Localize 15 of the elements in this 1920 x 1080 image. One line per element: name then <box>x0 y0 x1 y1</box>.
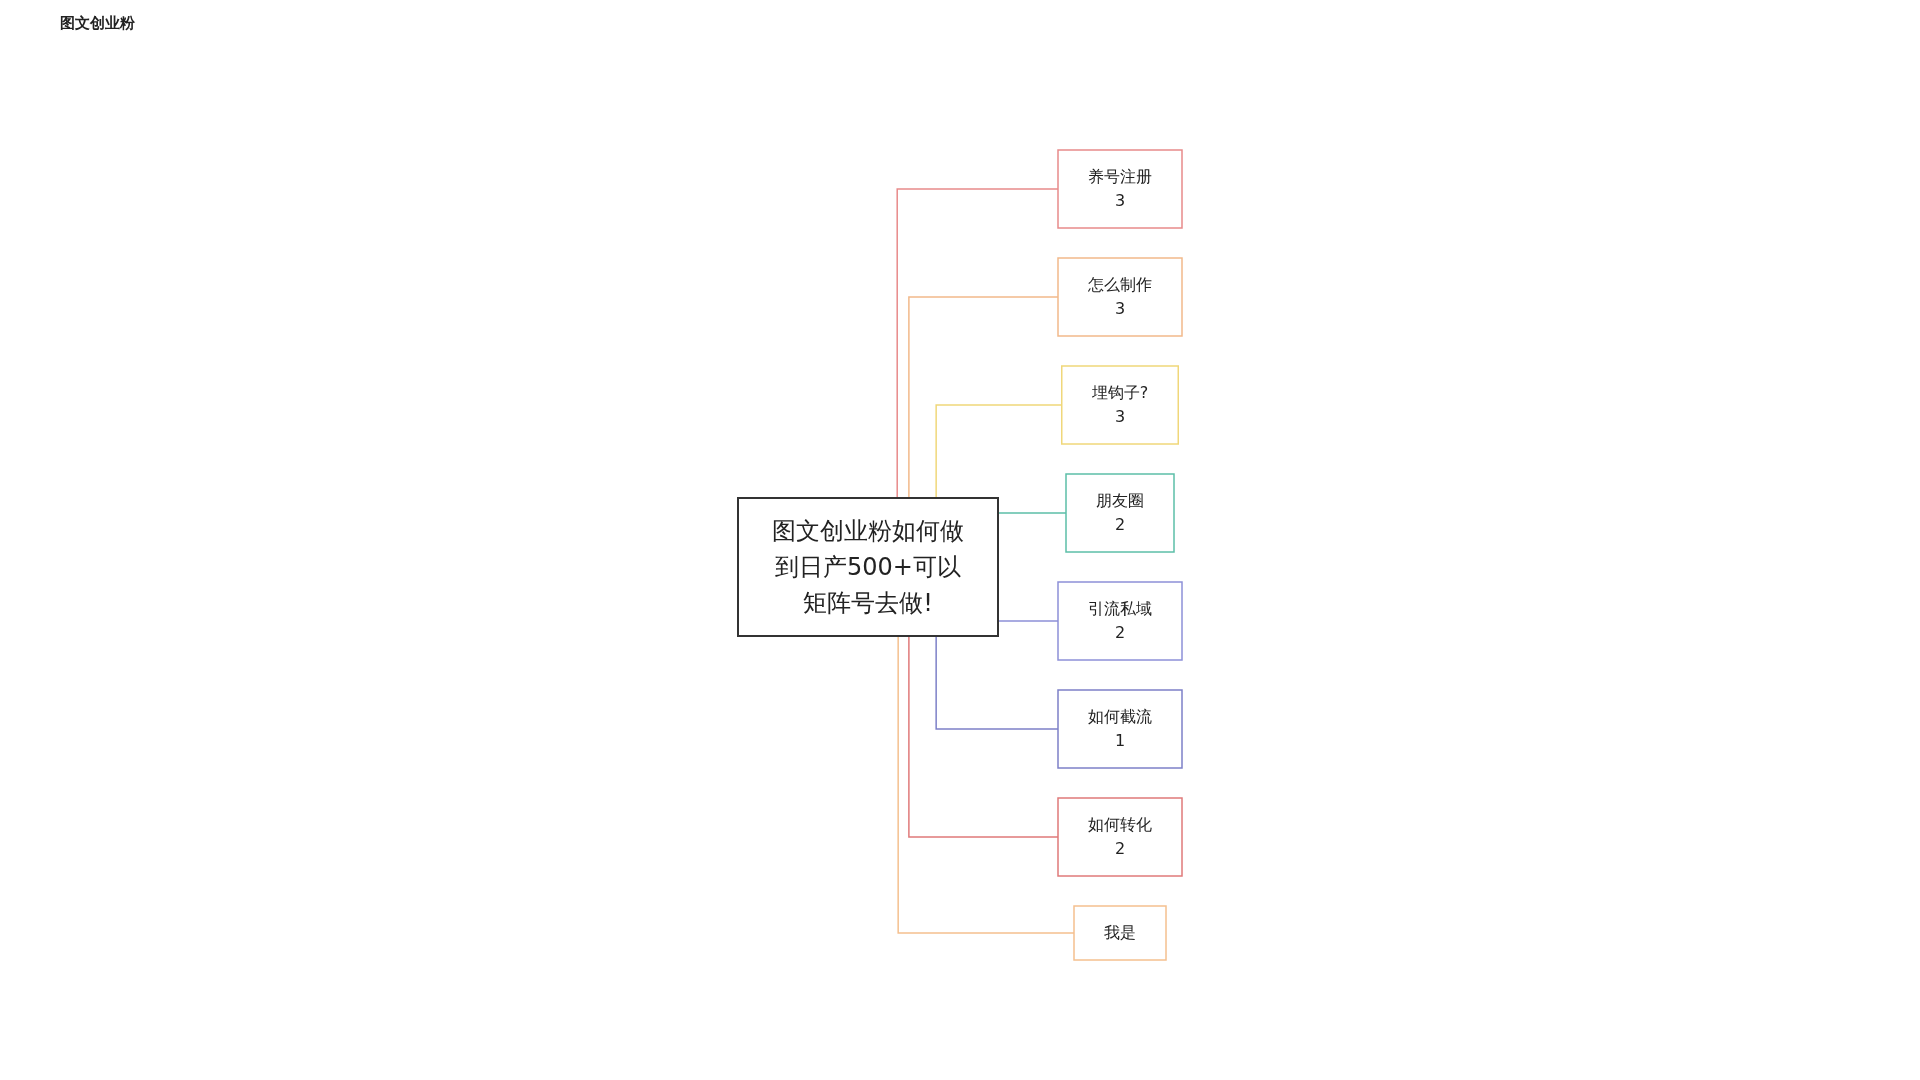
node-box: 如何转化 2 <box>1057 797 1183 877</box>
node-box: 如何截流 1 <box>1057 689 1183 769</box>
node-box: 引流私域 2 <box>1057 581 1183 661</box>
connector <box>908 296 1059 499</box>
document-title: 图文创业粉 <box>60 14 135 33</box>
node-box: 我是 <box>1073 905 1167 961</box>
node-box: 养号注册 3 <box>1057 149 1183 229</box>
node-box: 图文创业粉如何做到日产500+可以矩阵号去做! <box>737 497 999 637</box>
connector <box>908 635 1059 838</box>
connector <box>935 635 1059 730</box>
node-box: 朋友圈 2 <box>1065 473 1175 553</box>
connector <box>897 635 1075 934</box>
node-box: 怎么制作 3 <box>1057 257 1183 337</box>
node-box: 埋钩子? 3 <box>1061 365 1179 445</box>
connector <box>896 188 1059 499</box>
